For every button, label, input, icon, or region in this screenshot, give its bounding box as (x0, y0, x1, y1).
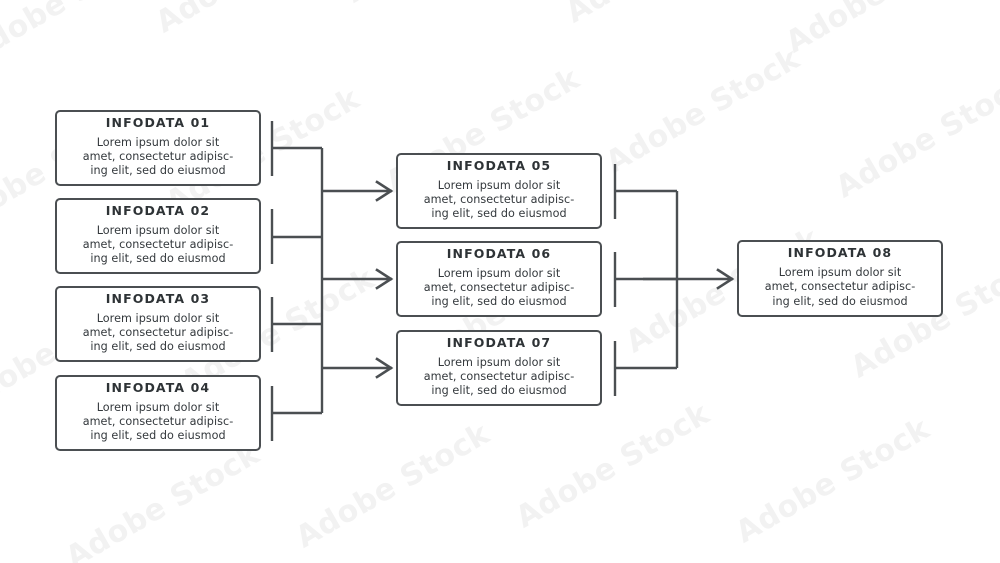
info-box-07-body: Lorem ipsum dolor sit amet, consectetur … (424, 356, 575, 399)
info-box-01-body-line-2: amet, consectetur adipisc- (82, 149, 234, 163)
info-box-04-body-line-3: ing elit, sed do eiusmod (90, 429, 226, 443)
info-box-01-body-line-1: Lorem ipsum dolor sit (96, 135, 220, 149)
info-box-02-body-line-2: amet, consectetur adipisc- (82, 237, 234, 251)
info-box-08[interactable]: INFODATA 08 Lorem ipsum dolor sit amet, … (737, 240, 943, 317)
info-box-05[interactable]: INFODATA 05 Lorem ipsum dolor sit amet, … (396, 153, 602, 229)
info-box-05-body-line-2: amet, consectetur adipisc- (423, 192, 575, 206)
info-box-04-body: Lorem ipsum dolor sit amet, consectetur … (83, 401, 234, 444)
info-box-02-body-line-3: ing elit, sed do eiusmod (90, 252, 226, 266)
info-box-01-body: Lorem ipsum dolor sit amet, consectetur … (83, 136, 234, 179)
info-box-06-body-line-3: ing elit, sed do eiusmod (431, 295, 567, 309)
info-box-03-body-line-2: amet, consectetur adipisc- (82, 325, 234, 339)
info-box-08-body-line-3: ing elit, sed do eiusmod (772, 294, 908, 308)
info-box-05-title: INFODATA 05 (446, 157, 552, 173)
info-box-06-body-line-1: Lorem ipsum dolor sit (437, 266, 561, 280)
info-box-02-body-line-1: Lorem ipsum dolor sit (96, 223, 220, 237)
info-box-03[interactable]: INFODATA 03 Lorem ipsum dolor sit amet, … (55, 286, 261, 362)
info-box-02[interactable]: INFODATA 02 Lorem ipsum dolor sit amet, … (55, 198, 261, 274)
info-box-08-body: Lorem ipsum dolor sit amet, consectetur … (765, 266, 916, 309)
info-box-06-body: Lorem ipsum dolor sit amet, consectetur … (424, 267, 575, 310)
info-box-04-body-line-2: amet, consectetur adipisc- (82, 414, 234, 428)
arrow-head-to-box-07 (375, 357, 394, 379)
info-box-03-body-line-3: ing elit, sed do eiusmod (90, 340, 226, 354)
info-box-01-body-line-3: ing elit, sed do eiusmod (90, 164, 226, 178)
info-box-07-title: INFODATA 07 (446, 334, 552, 350)
arrow-head-to-box-08 (716, 268, 735, 290)
info-box-03-body-line-1: Lorem ipsum dolor sit (96, 311, 220, 325)
info-box-08-body-line-1: Lorem ipsum dolor sit (778, 266, 902, 280)
info-box-05-body-line-3: ing elit, sed do eiusmod (431, 207, 567, 221)
info-box-01-title: INFODATA 01 (105, 114, 211, 130)
info-box-06-body-line-2: amet, consectetur adipisc- (423, 280, 575, 294)
info-box-08-title: INFODATA 08 (787, 245, 893, 261)
info-box-07-body-line-1: Lorem ipsum dolor sit (437, 355, 561, 369)
info-box-03-title: INFODATA 03 (105, 290, 211, 306)
info-box-04[interactable]: INFODATA 04 Lorem ipsum dolor sit amet, … (55, 375, 261, 451)
info-box-03-body: Lorem ipsum dolor sit amet, consectetur … (83, 312, 234, 355)
info-box-06-title: INFODATA 06 (446, 245, 552, 261)
info-box-05-body: Lorem ipsum dolor sit amet, consectetur … (424, 179, 575, 222)
info-box-06[interactable]: INFODATA 06 Lorem ipsum dolor sit amet, … (396, 241, 602, 317)
info-box-04-title: INFODATA 04 (105, 379, 211, 395)
info-box-05-body-line-1: Lorem ipsum dolor sit (437, 178, 561, 192)
info-box-04-body-line-1: Lorem ipsum dolor sit (96, 400, 220, 414)
info-box-08-body-line-2: amet, consectetur adipisc- (764, 280, 916, 294)
info-box-02-body: Lorem ipsum dolor sit amet, consectetur … (83, 224, 234, 267)
info-box-07-body-line-3: ing elit, sed do eiusmod (431, 384, 567, 398)
info-box-02-title: INFODATA 02 (105, 202, 211, 218)
arrow-head-to-box-05 (375, 180, 394, 202)
info-box-01[interactable]: INFODATA 01 Lorem ipsum dolor sit amet, … (55, 110, 261, 186)
info-box-07[interactable]: INFODATA 07 Lorem ipsum dolor sit amet, … (396, 330, 602, 406)
info-box-07-body-line-2: amet, consectetur adipisc- (423, 369, 575, 383)
arrow-head-to-box-06 (375, 268, 394, 290)
